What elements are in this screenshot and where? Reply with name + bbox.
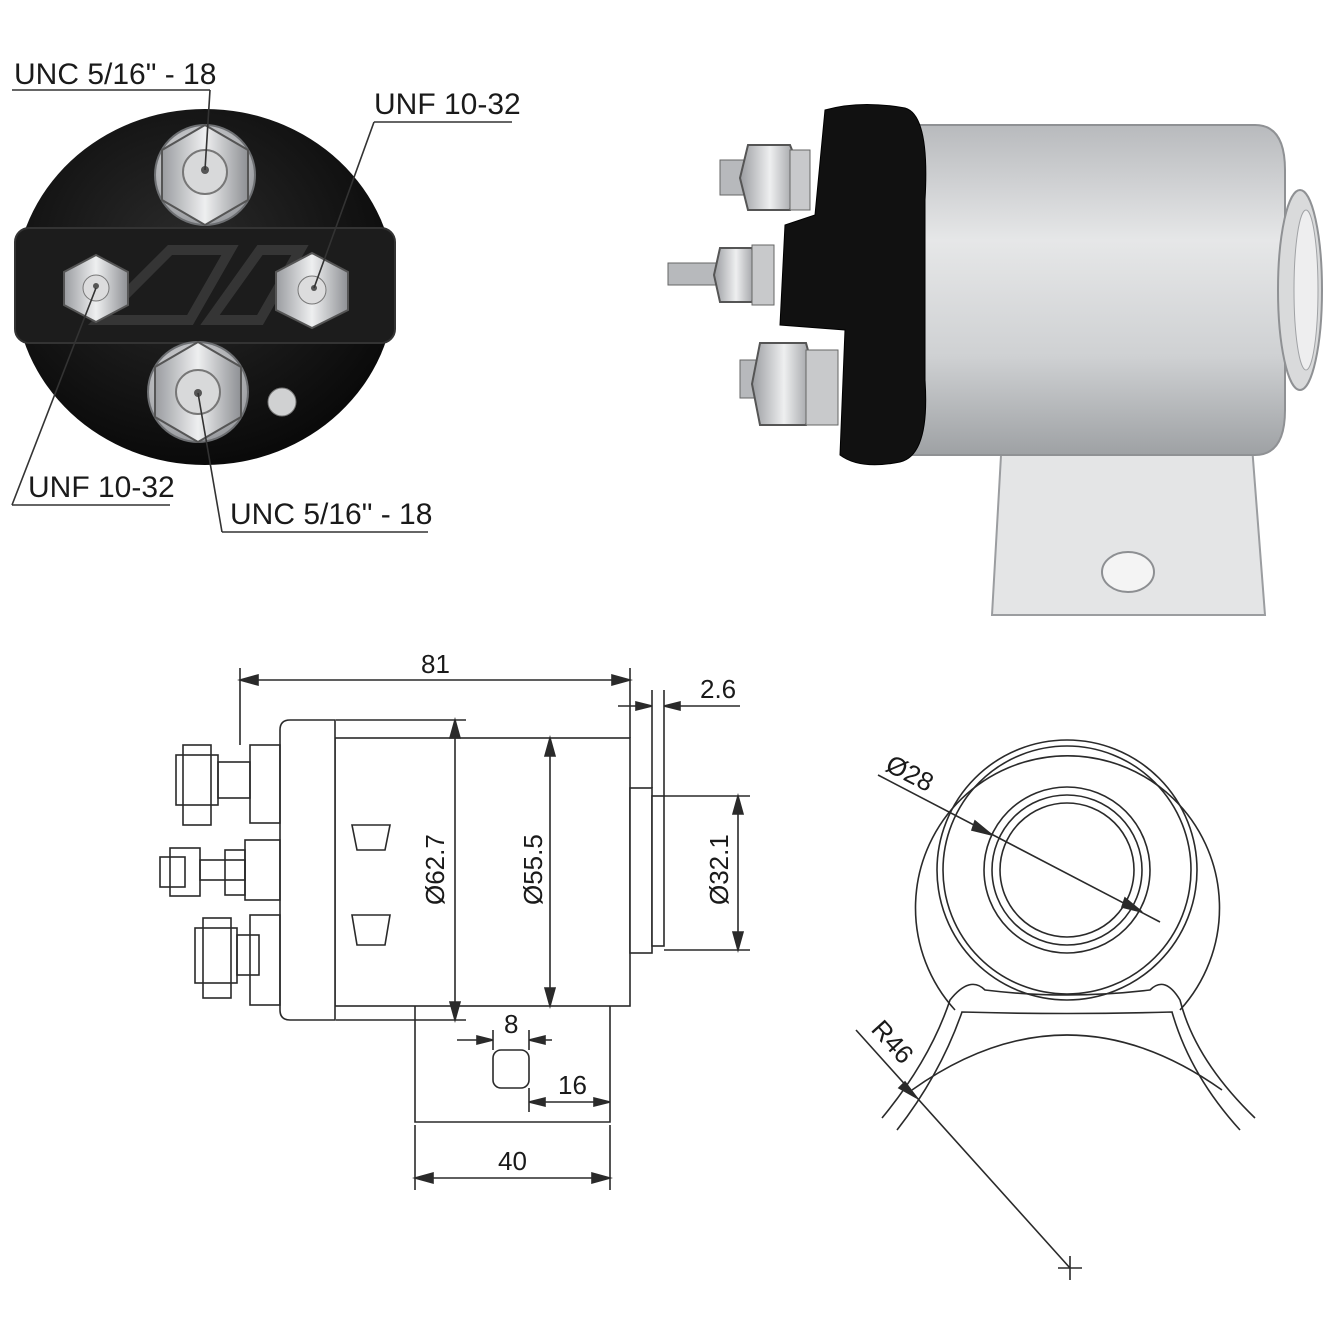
dim-boss-diameter: Ø32.1 bbox=[704, 834, 734, 905]
stud-middle bbox=[667, 244, 775, 306]
dim-body-diameter: Ø55.5 bbox=[518, 834, 548, 905]
black-cap bbox=[779, 103, 927, 466]
dim-overall-length: 81 bbox=[421, 649, 450, 679]
callout-top-left: UNC 5/16" - 18 bbox=[14, 58, 216, 91]
callout-bottom-right: UNC 5/16" - 18 bbox=[230, 498, 432, 531]
dim-bore-diameter: Ø28 bbox=[881, 749, 938, 798]
end-view-photo bbox=[14, 109, 396, 465]
dim-bracket-radius: R46 bbox=[866, 1014, 920, 1070]
terminal-bottom-large bbox=[147, 340, 297, 444]
dim-flange-thickness: 2.6 bbox=[700, 674, 736, 704]
callout-top-right: UNF 10-32 bbox=[374, 88, 521, 121]
dim-bracket-length: 40 bbox=[498, 1146, 527, 1176]
side-dimension-drawing bbox=[159, 668, 750, 1190]
bracket-hole bbox=[1101, 551, 1155, 593]
terminal-top-large bbox=[154, 123, 256, 227]
brand-logo bbox=[87, 245, 309, 325]
solenoid-body bbox=[889, 124, 1286, 456]
end-boss-face bbox=[1293, 209, 1319, 371]
dim-hole-offset: 16 bbox=[558, 1070, 587, 1100]
callout-leaders bbox=[11, 89, 512, 533]
dim-hole-width: 8 bbox=[504, 1009, 518, 1039]
terminal-small-right bbox=[275, 251, 349, 330]
side-view-photo bbox=[667, 103, 1323, 616]
end-dimension-drawing bbox=[855, 739, 1256, 1280]
callout-bottom-left: UNF 10-32 bbox=[28, 471, 175, 504]
dim-cap-diameter: Ø62.7 bbox=[420, 834, 450, 905]
stud-top bbox=[719, 144, 811, 211]
stud-bottom bbox=[739, 342, 839, 426]
